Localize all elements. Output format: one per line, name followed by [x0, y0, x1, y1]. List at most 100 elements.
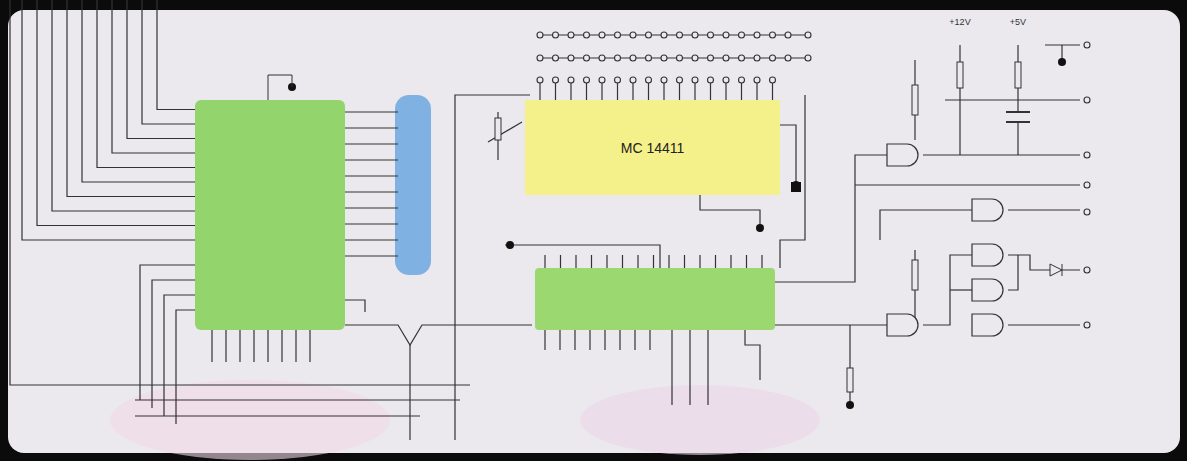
wire [345, 207, 398, 208]
supply-voltage: +12V [948, 17, 971, 27]
wire [22, 0, 195, 240]
terminal [739, 77, 745, 83]
terminal [630, 32, 636, 38]
wire [112, 0, 195, 153]
wire [730, 255, 731, 268]
terminal [805, 32, 811, 38]
wire [959, 88, 960, 155]
wire [345, 143, 398, 144]
terminal [661, 77, 667, 83]
wires [10, 0, 1080, 440]
wire [295, 330, 296, 362]
wire [914, 60, 915, 85]
wire [309, 330, 310, 362]
wire [780, 95, 805, 268]
supply-voltage: +5V [1009, 17, 1027, 27]
terminal [1084, 42, 1090, 48]
terminal [630, 55, 636, 61]
terminal [553, 55, 559, 61]
wire [10, 0, 470, 385]
wire [540, 57, 805, 58]
ground-symbol [791, 182, 801, 192]
wire [345, 175, 398, 176]
terminal [646, 77, 652, 83]
terminal [537, 55, 543, 61]
wire [152, 280, 195, 408]
terminal [568, 55, 574, 61]
junction-dot [846, 401, 854, 409]
terminal [584, 55, 590, 61]
terminal [692, 32, 698, 38]
wire [745, 330, 760, 380]
terminal [754, 77, 760, 83]
terminal [646, 55, 652, 61]
resistor-symbol [847, 368, 853, 392]
terminal [1084, 322, 1090, 328]
wire [649, 330, 650, 350]
junctions [288, 58, 1066, 409]
wire [540, 34, 805, 35]
wire [176, 310, 195, 424]
ic-chip-box: MC 14411 [525, 100, 780, 195]
capacitor-symbol [1006, 112, 1030, 122]
terminal [568, 32, 574, 38]
terminal [770, 77, 776, 83]
terminal [553, 32, 559, 38]
wire [622, 255, 623, 268]
wire [97, 0, 195, 168]
wire [604, 330, 605, 350]
terminal [568, 77, 574, 83]
ic-package [195, 100, 345, 330]
wire [345, 127, 398, 128]
resistor-symbol [957, 62, 963, 88]
wire [637, 255, 638, 268]
wire [345, 300, 365, 312]
terminal [553, 77, 559, 83]
terminal [584, 77, 590, 83]
wire [488, 122, 522, 142]
nand-gate [972, 199, 1003, 221]
wire [1017, 45, 1018, 62]
terminal [708, 77, 714, 83]
wire [345, 191, 398, 192]
wire [684, 255, 685, 268]
wire [671, 330, 672, 405]
wire [849, 325, 850, 368]
terminal [677, 55, 683, 61]
terminal [537, 77, 543, 83]
wire [345, 111, 398, 112]
terminal [615, 55, 621, 61]
wire [653, 255, 654, 268]
wire [923, 154, 1080, 155]
wire [268, 75, 292, 100]
terminal [805, 55, 811, 61]
wire [950, 289, 972, 290]
wire [1008, 209, 1080, 210]
wire [157, 0, 195, 110]
wire [591, 255, 592, 268]
terminal [1084, 152, 1090, 158]
nand-gate [887, 144, 918, 166]
terminal [692, 77, 698, 83]
wire [699, 255, 700, 268]
terminal [723, 55, 729, 61]
wire [37, 0, 195, 226]
terminal [708, 55, 714, 61]
resistor-symbol [912, 260, 918, 290]
wire [164, 295, 195, 416]
wire [505, 245, 660, 268]
terminal [754, 55, 760, 61]
ic-package [535, 268, 775, 330]
wire [746, 255, 747, 268]
nand-gate [972, 244, 1003, 266]
resistor-symbol [1015, 62, 1021, 88]
wire [923, 255, 972, 325]
wire [135, 415, 420, 416]
terminal [630, 77, 636, 83]
wire [914, 250, 915, 260]
chip-label: MC 14411 [621, 140, 685, 156]
wire [239, 330, 240, 362]
wire [1008, 255, 1018, 290]
wire [140, 265, 195, 400]
